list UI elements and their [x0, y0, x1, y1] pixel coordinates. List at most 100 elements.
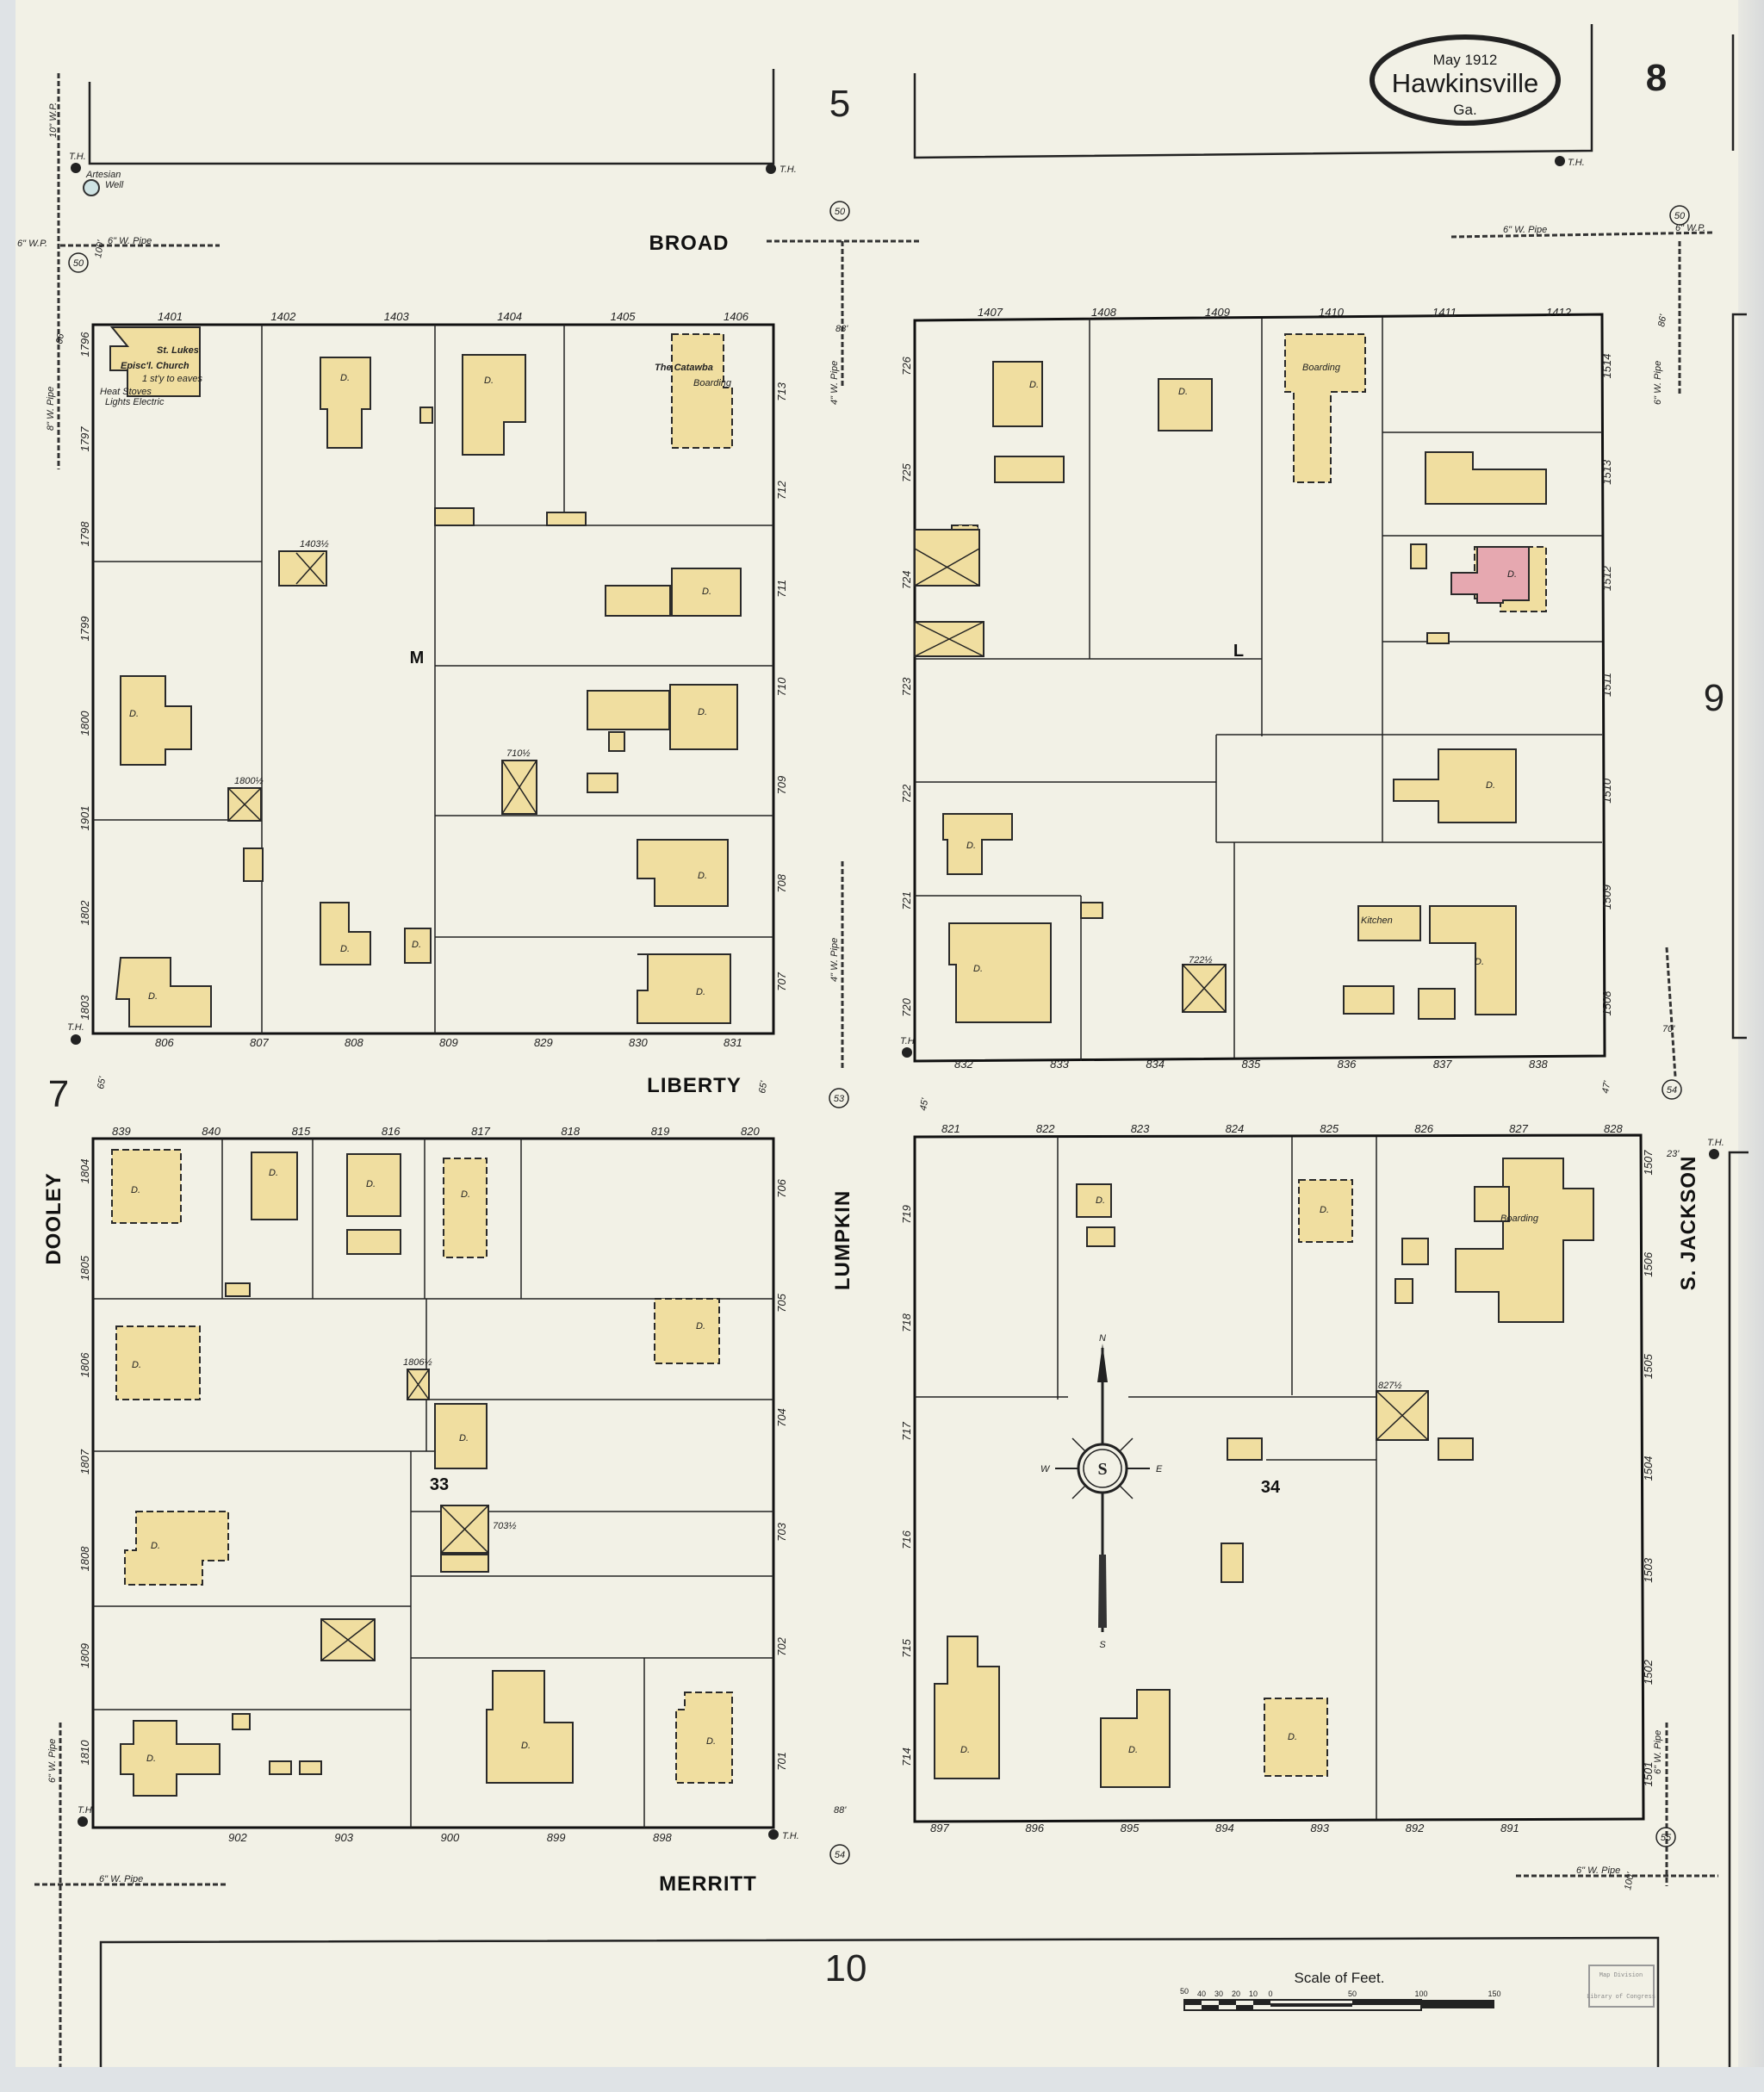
- adjacent-sheet-south[interactable]: 10: [825, 1947, 867, 1990]
- outbuilding: [546, 512, 587, 526]
- outbuilding: [419, 407, 433, 424]
- outbuilding: [1394, 1278, 1413, 1304]
- address-number: 899: [547, 1831, 566, 1844]
- block-34[interactable]: [913, 1133, 1645, 1823]
- address-number: 900: [441, 1831, 460, 1844]
- address-number: 808: [345, 1036, 363, 1049]
- address-number: 1412: [1546, 306, 1572, 319]
- address-number: 807: [250, 1036, 269, 1049]
- address-number: 1810: [78, 1740, 91, 1766]
- address-number: 832: [954, 1058, 973, 1071]
- dwelling-label: D.: [521, 1741, 531, 1751]
- block-label-34: 34: [1261, 1478, 1281, 1497]
- dwelling-building: [992, 361, 1043, 427]
- outbuilding: [608, 731, 625, 752]
- stamp-line2: Library of Congress: [1587, 1994, 1655, 2001]
- boarding-label-se: Boarding: [1500, 1214, 1539, 1224]
- dwelling-label: D.: [698, 707, 707, 717]
- church-note: 1 st'y to eaves: [142, 374, 202, 384]
- block-label-l: L: [1233, 642, 1244, 661]
- adjacent-sheet-east[interactable]: 9: [1704, 677, 1724, 719]
- dwelling-building: [1076, 1183, 1112, 1218]
- address-number: 1797: [78, 426, 91, 452]
- address-number: 892: [1406, 1822, 1425, 1834]
- address-number: 894: [1215, 1822, 1234, 1834]
- block-label-33: 33: [430, 1475, 449, 1494]
- street-widths: 100' 66' 65' 65' 45' 47' 23' 88' 88' 86'…: [54, 239, 1680, 1890]
- catawba-use: Boarding: [693, 378, 732, 388]
- church-building: [109, 326, 201, 397]
- dwelling-label: D.: [340, 373, 350, 383]
- kitchen-label: Kitchen: [1361, 916, 1393, 926]
- outbuilding: [434, 507, 475, 526]
- address-number: 1404: [497, 310, 522, 323]
- street-broad: BROAD: [649, 232, 730, 255]
- dwelling-building: [942, 813, 1013, 875]
- block-33[interactable]: [91, 1137, 775, 1829]
- address-number: 711: [775, 580, 788, 598]
- library-stamp: Map Division Library of Congress: [1587, 1965, 1655, 2008]
- pipe-label-10wp: 10" W.P.: [48, 102, 59, 138]
- hydrant-icon: [1555, 156, 1565, 166]
- hydrant-icon: [902, 1047, 912, 1058]
- address-number: 806: [155, 1036, 174, 1049]
- block-l[interactable]: [913, 313, 1606, 1063]
- address-number: 826: [1414, 1122, 1433, 1135]
- dwelling-label: D.: [148, 991, 158, 1002]
- outbuilding: [440, 1554, 489, 1573]
- address-number: 1509: [1600, 885, 1613, 909]
- map-city: Hawkinsville: [1392, 68, 1539, 98]
- dwelling-building: [115, 1325, 201, 1400]
- map-date: May 1912: [1433, 52, 1498, 68]
- address-number: 840: [202, 1125, 220, 1138]
- address-number: 1406: [724, 310, 749, 323]
- address-number: 1503: [1642, 1557, 1655, 1583]
- hydrant-icon: [766, 164, 776, 174]
- adjacent-sheet-borders: [88, 24, 1748, 2067]
- address-number: 897: [930, 1822, 949, 1834]
- address-number: 1805: [78, 1255, 91, 1281]
- address-number: 715: [900, 1638, 913, 1657]
- address-number: 721: [900, 891, 913, 910]
- dwelling-building: [251, 1152, 298, 1220]
- outbuilding: [994, 456, 1065, 483]
- pipe-label-6w-sw: 6" W. Pipe: [47, 1739, 58, 1783]
- kitchen-building: [1357, 905, 1421, 941]
- dwelling-label: D.: [696, 987, 705, 997]
- address-number: 1511: [1600, 673, 1613, 697]
- adjacent-sheet-west[interactable]: 7: [48, 1073, 69, 1115]
- street-width: 66': [54, 330, 66, 345]
- hydrant-icon: [71, 163, 81, 173]
- church-label-2: Episc'l. Church: [121, 361, 189, 371]
- address-number: 1508: [1600, 990, 1613, 1016]
- dwelling-building: [1100, 1689, 1171, 1788]
- street-width: 65': [96, 1075, 108, 1089]
- outbuilding: [1221, 1543, 1244, 1583]
- rear-address-number: 1806½: [403, 1357, 432, 1368]
- dwelling-building: [346, 1153, 401, 1217]
- dwelling-label: D.: [960, 1745, 970, 1755]
- hydrants: [71, 156, 1719, 1840]
- dwelling-label: D.: [340, 944, 350, 954]
- street-width: 100': [93, 239, 107, 258]
- address-number: 722: [900, 784, 913, 803]
- address-number: 1408: [1091, 306, 1117, 319]
- th-label: T.H.: [78, 1805, 95, 1816]
- hydrant-icon: [71, 1034, 81, 1045]
- dwelling-label: D.: [1475, 957, 1484, 967]
- dwelling-building: [462, 354, 526, 456]
- address-number: 833: [1050, 1058, 1069, 1071]
- street-width: 70': [1662, 1024, 1675, 1034]
- street-lumpkin: LUMPKIN: [831, 1190, 854, 1290]
- dwelling-label: D.: [1128, 1745, 1138, 1755]
- catawba-label: The Catawba: [655, 363, 713, 373]
- dwelling-label: D.: [698, 871, 707, 881]
- adjacent-sheet-north[interactable]: 5: [829, 83, 850, 125]
- svg-text:S: S: [1097, 1460, 1107, 1479]
- block-m[interactable]: [91, 323, 775, 1035]
- th-label: T.H.: [782, 1831, 799, 1841]
- address-number: 723: [900, 677, 913, 696]
- street-width: 45': [918, 1096, 930, 1111]
